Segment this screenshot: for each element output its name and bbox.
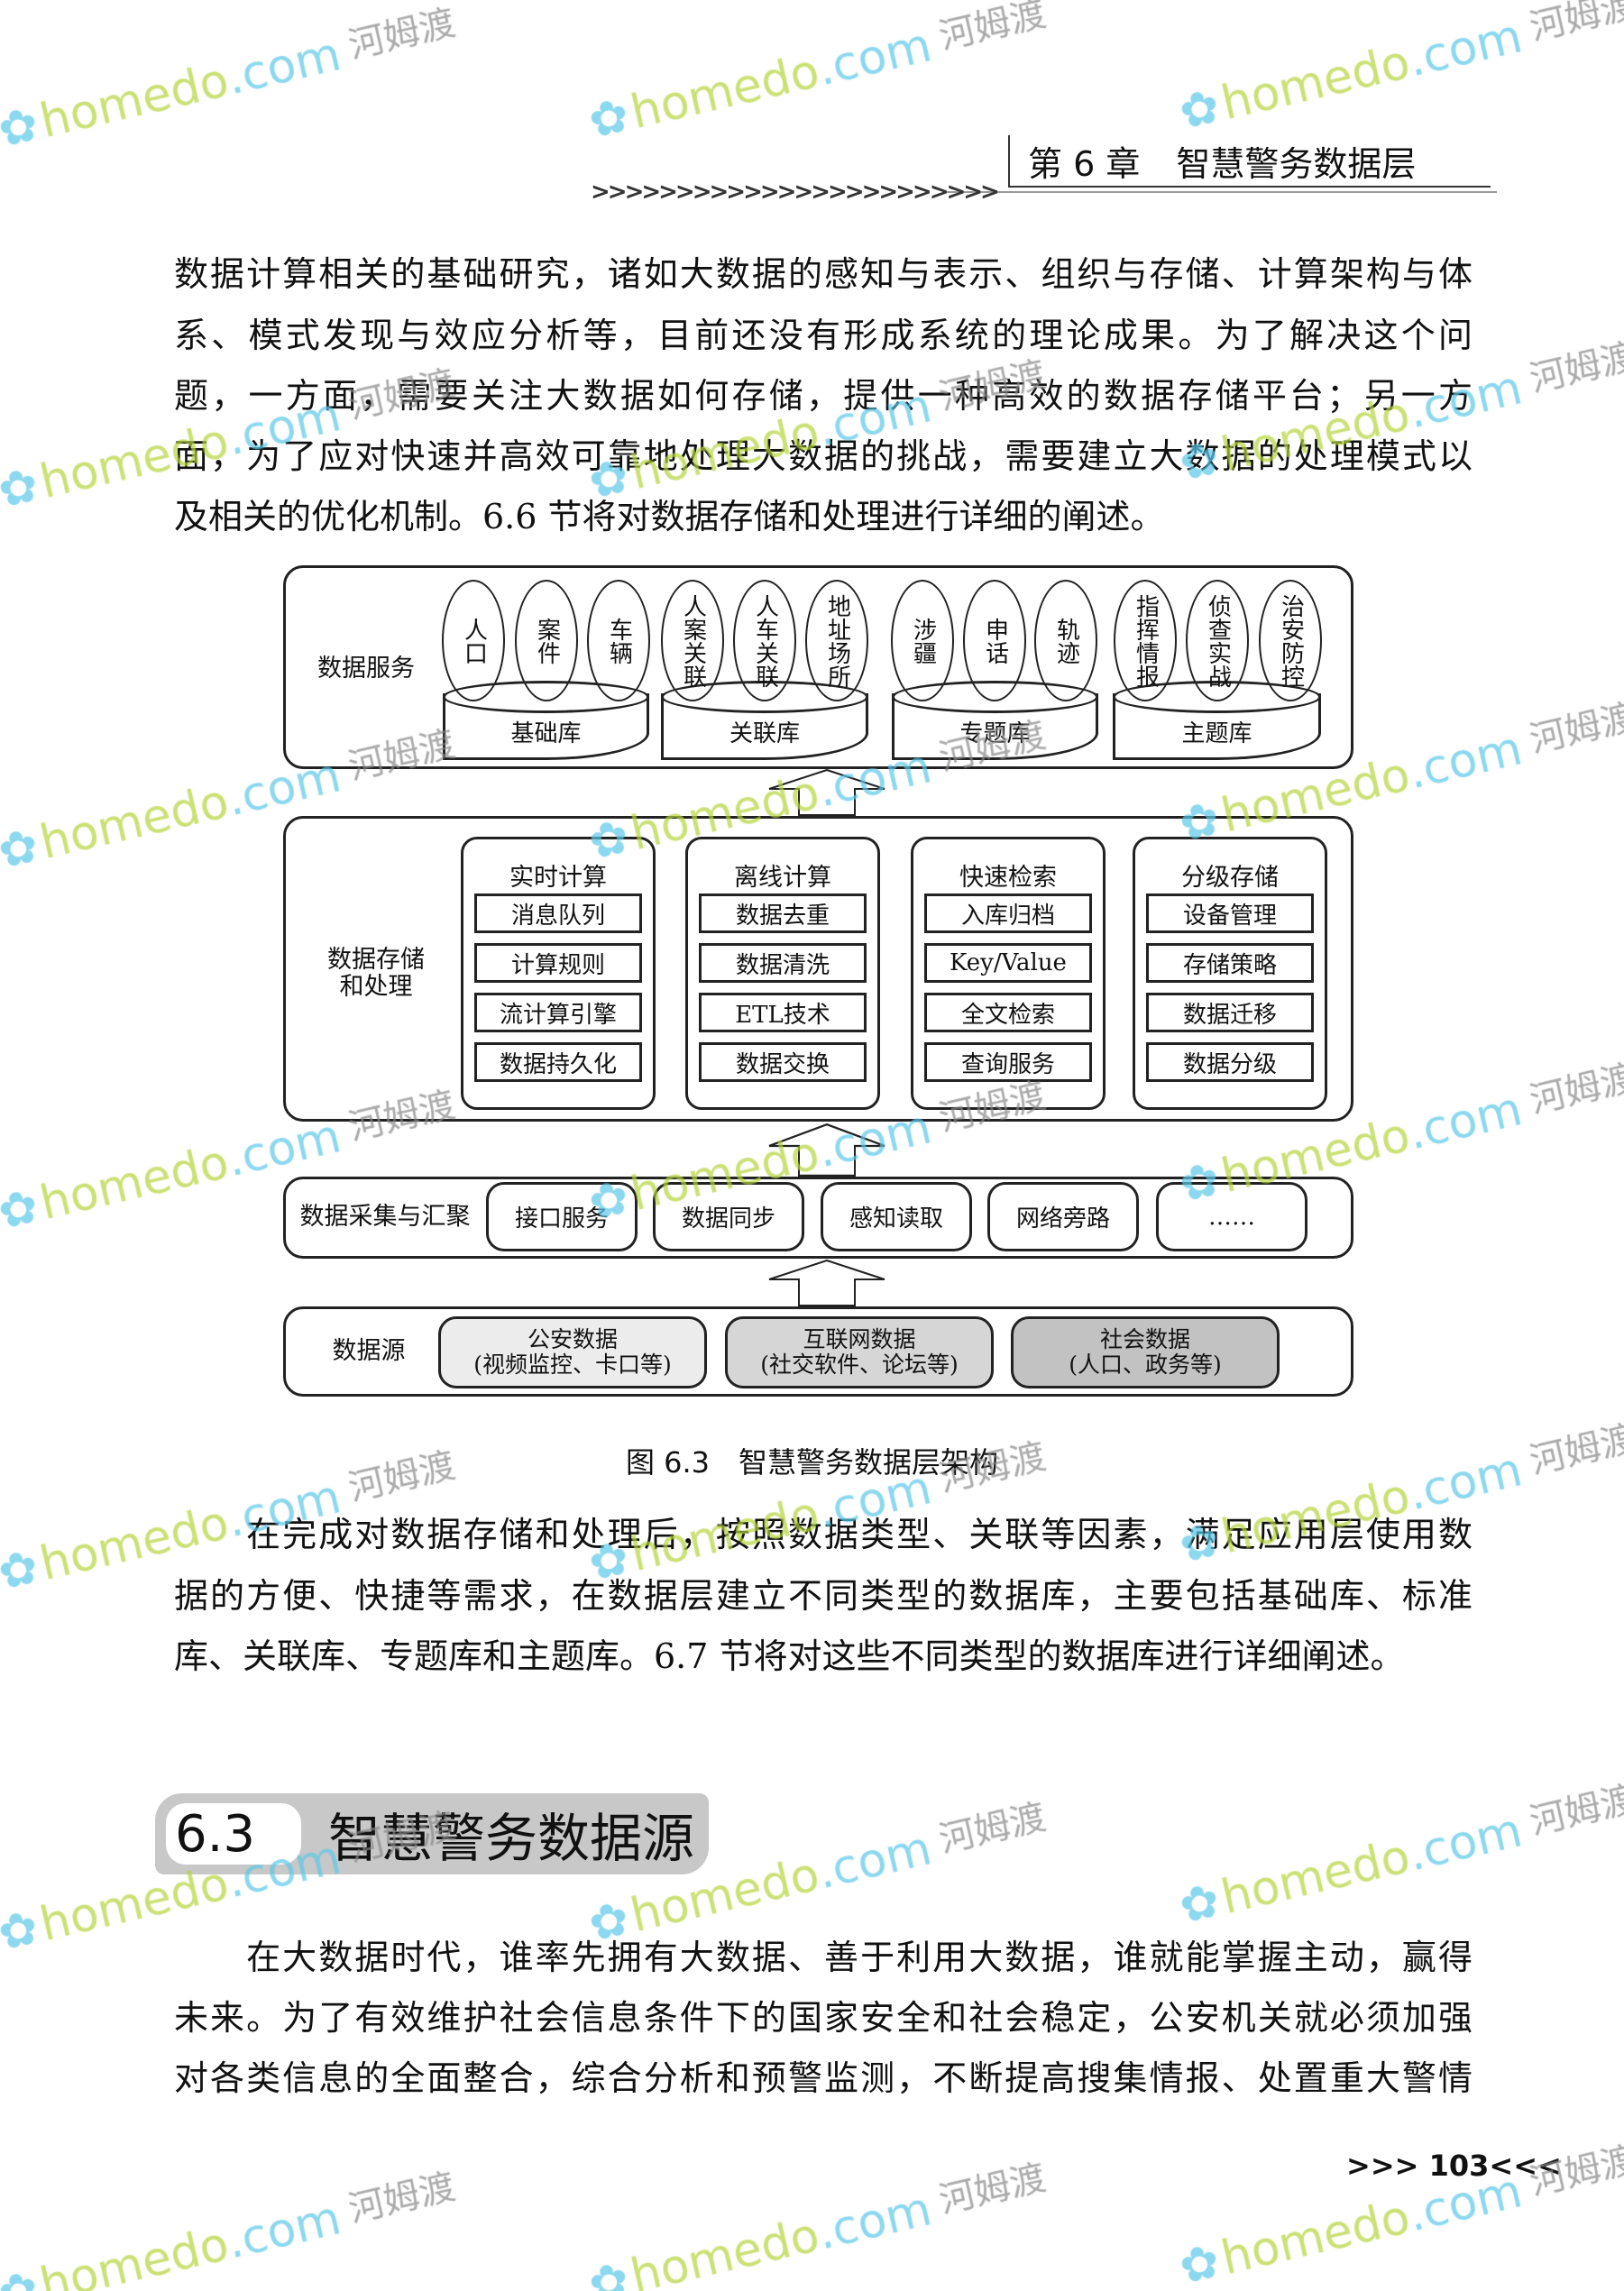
text-line: 面，为了应对快速并高效可靠地处理大数据的挑战，需要建立大数据的处理模式以 — [174, 436, 1473, 476]
storage-item: 存储策略 — [1146, 943, 1314, 983]
collection-label: 数据采集与汇聚 — [299, 1203, 471, 1231]
topic-ellipse: 轨迹 — [1034, 580, 1097, 701]
text-line: 在完成对数据存储和处理后，按照数据类型、关联等因素，满足应用层使用数 — [174, 1515, 1473, 1554]
text-line: 数据计算相关的基础研究，诸如大数据的感知与表示、组织与存储、计算架构与体 — [174, 254, 1473, 294]
collection-item: 网络旁路 — [987, 1182, 1139, 1251]
up-arrow-icon — [768, 1123, 885, 1177]
topic-ellipse: 人口 — [442, 580, 505, 701]
topic-ellipse: 人车关联 — [733, 580, 796, 701]
storage-column-title: 快速检索 — [959, 864, 1057, 892]
topic-ellipse: 人案关联 — [661, 580, 724, 701]
text-line: 对各类信息的全面整合，综合分析和预警监测，不断提高搜集情报、处置重大警情 — [174, 2058, 1473, 2098]
source-name: 互联网数据 — [803, 1326, 916, 1352]
storage-item: 设备管理 — [1146, 893, 1314, 933]
page-suffix: <<< — [1489, 2149, 1562, 2183]
figure-caption: 图 6.3 智慧警务数据层架构 — [625, 1445, 999, 1480]
up-arrow-icon — [768, 1260, 885, 1306]
storage-item: 数据分级 — [1146, 1042, 1314, 1082]
storage-column: 快速检索入库归档 Key/Value 全文检索查询服务 — [911, 837, 1106, 1110]
source-item: 公安数据(视频监控、卡口等) — [438, 1316, 707, 1388]
chapter-number: 第 6 章 — [1028, 143, 1141, 184]
storage-item: 入库归档 — [924, 893, 1092, 933]
storage-item: 数据去重 — [699, 893, 867, 933]
up-arrow-icon — [768, 769, 885, 816]
source-label: 数据源 — [332, 1337, 406, 1365]
section-title: 智慧警务数据源 — [328, 1808, 695, 1869]
storage-label-line2: 和处理 — [339, 973, 413, 1001]
chapter-title: 智慧警务数据层 — [1176, 143, 1417, 184]
storage-item: 数据持久化 — [474, 1042, 642, 1082]
storage-item: 数据清洗 — [699, 943, 867, 983]
page-prefix: >>> — [1346, 2149, 1419, 2183]
text-line: 系、模式发现与效应分析等，目前还没有形成系统的理论成果。为了解决这个问 — [174, 316, 1473, 355]
text-line: 未来。为了有效维护社会信息条件下的国家安全和社会稳定，公安机关就必须加强 — [174, 1998, 1473, 2038]
page-number-value: 103 — [1428, 2149, 1490, 2183]
storage-item: ETL技术 — [699, 993, 867, 1032]
database-cylinder: 基础库 — [443, 681, 649, 760]
collection-item: …… — [1156, 1182, 1307, 1251]
text-line: 库、关联库、专题库和主题库。6.7 节将对这些不同类型的数据库进行详细阐述。 — [174, 1636, 1405, 1676]
header-rule — [945, 191, 1497, 193]
database-cylinder: 主题库 — [1113, 681, 1321, 760]
source-item: 社会数据(人口、政务等) — [1011, 1316, 1280, 1388]
section-heading: 6.3 智慧警务数据源 — [155, 1793, 709, 1874]
database-cylinder: 关联库 — [661, 681, 868, 760]
collection-item: 数据同步 — [653, 1182, 804, 1251]
collection-item: 接口服务 — [486, 1182, 638, 1251]
storage-item: 查询服务 — [924, 1042, 1092, 1082]
topic-ellipse: 治安防控 — [1259, 580, 1322, 701]
topic-ellipse: 指挥情报 — [1114, 580, 1177, 701]
text-line: 题，一方面，需要关注大数据如何存储，提供一种高效的数据存储平台；另一方 — [174, 376, 1473, 416]
topic-ellipse: 车辆 — [587, 580, 650, 701]
storage-item: 全文检索 — [924, 993, 1092, 1032]
storage-column-title: 离线计算 — [734, 864, 831, 892]
topic-ellipse: 申话 — [963, 580, 1026, 701]
storage-label-line1: 数据存储 — [327, 946, 425, 974]
source-name: 社会数据 — [1099, 1326, 1190, 1352]
storage-item: 数据交换 — [699, 1042, 867, 1082]
source-detail: (视频监控、卡口等) — [473, 1352, 672, 1378]
storage-column-title: 实时计算 — [509, 864, 607, 892]
storage-column: 实时计算消息队列计算规则流计算引擎数据持久化 — [461, 837, 656, 1110]
topic-ellipse: 侦查实战 — [1186, 580, 1249, 701]
storage-column: 分级存储设备管理存储策略数据迁移数据分级 — [1133, 837, 1327, 1110]
storage-item: 数据迁移 — [1146, 993, 1314, 1032]
database-cylinder: 专题库 — [892, 681, 1098, 760]
source-name: 公安数据 — [527, 1326, 618, 1352]
topic-ellipse: 涉疆 — [891, 580, 954, 701]
source-detail: (人口、政务等) — [1069, 1352, 1222, 1378]
header-arrows: >>>>>>>>>>>>>>>>>>>>>>>> — [591, 179, 1000, 206]
collection-item: 感知读取 — [821, 1182, 972, 1251]
data-services-label: 数据服务 — [317, 655, 415, 683]
storage-column: 离线计算数据去重数据清洗 ETL技术数据交换 — [685, 837, 880, 1110]
text-line: 据的方便、快捷等需求，在数据层建立不同类型的数据库，主要包括基础库、标准 — [174, 1576, 1473, 1616]
topic-ellipse: 案件 — [515, 580, 578, 701]
chapter-header: 第 6 章 智慧警务数据层 — [1008, 135, 1491, 188]
source-item: 互联网数据(社交软件、论坛等) — [725, 1316, 994, 1388]
storage-label: 数据存储和处理 — [317, 947, 435, 1001]
topic-ellipse: 地址场所 — [805, 580, 868, 701]
text-line: 及相关的优化机制。6.6 节将对数据存储和处理进行详细的阐述。 — [174, 497, 1165, 536]
storage-item: 计算规则 — [474, 943, 642, 983]
section-number: 6.3 — [166, 1803, 301, 1865]
storage-column-title: 分级存储 — [1181, 864, 1279, 892]
source-detail: (社交软件、论坛等) — [760, 1352, 959, 1378]
storage-item: 流计算引擎 — [474, 993, 642, 1032]
storage-item: Key/Value — [924, 943, 1092, 983]
page-number: >>> 103<<< — [1346, 2149, 1562, 2183]
text-line: 在大数据时代，谁率先拥有大数据、善于利用大数据，谁就能掌握主动，赢得 — [174, 1938, 1473, 1977]
storage-item: 消息队列 — [474, 893, 642, 933]
